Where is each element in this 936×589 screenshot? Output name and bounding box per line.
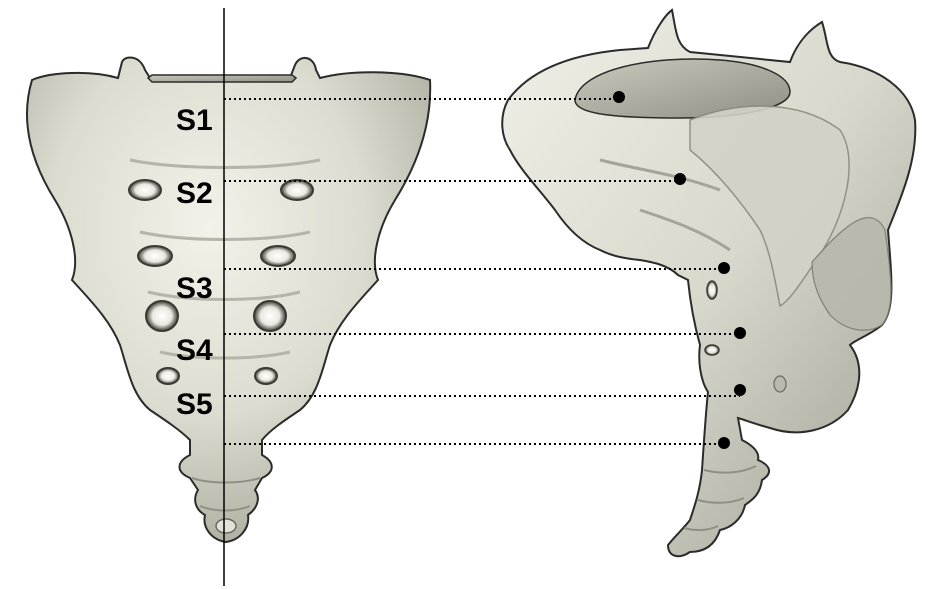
lateral-foramen-3 xyxy=(774,376,786,392)
anterior-s1-top-surface xyxy=(148,75,296,82)
lateral-foramen-2 xyxy=(705,345,719,355)
label-s1: S1 xyxy=(176,104,213,137)
foramen-left-4 xyxy=(157,368,179,384)
foramen-left-2 xyxy=(138,246,172,266)
foramen-right-1 xyxy=(281,180,313,200)
label-s4: S4 xyxy=(176,334,213,367)
lateral-foramen-1 xyxy=(707,281,717,299)
label-s2: S2 xyxy=(176,177,213,210)
level-marker-s4 xyxy=(734,327,746,339)
label-s3: S3 xyxy=(176,272,213,305)
level-marker-s2 xyxy=(674,173,686,185)
foramen-right-3 xyxy=(254,301,286,331)
coccyx-tip xyxy=(216,519,236,533)
foramen-left-1 xyxy=(129,180,161,200)
level-marker-s1 xyxy=(613,91,625,103)
lateral-sacrum-illustration xyxy=(502,10,915,556)
foramen-left-3 xyxy=(146,301,178,331)
foramen-right-2 xyxy=(261,246,295,266)
anterior-sacrum-illustration xyxy=(27,57,430,542)
level-marker-coccyx xyxy=(718,437,730,449)
foramen-right-4 xyxy=(255,368,277,384)
level-marker-s5 xyxy=(734,384,746,396)
level-marker-s3 xyxy=(718,262,730,274)
label-s5: S5 xyxy=(176,388,213,421)
